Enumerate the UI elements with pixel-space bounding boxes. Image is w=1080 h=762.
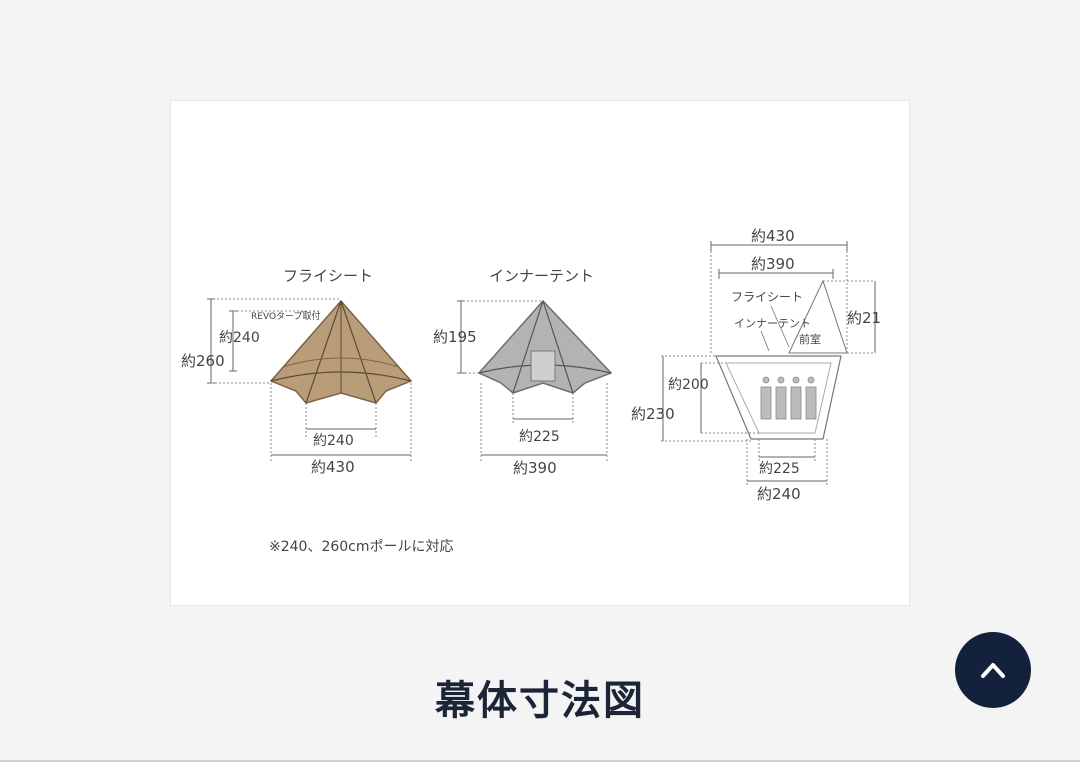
plan-bottom-outer-label: 約240 xyxy=(757,485,801,503)
figure-caption: 幕体寸法図 xyxy=(435,678,645,724)
fly-note-label: REVOタープ取付 xyxy=(251,311,320,322)
plan-top-outer-label: 約430 xyxy=(751,227,795,245)
plan-bottom-inner-label: 約225 xyxy=(759,461,800,477)
fly-sheet-title: フライシート xyxy=(283,267,373,285)
vestibule-shape xyxy=(788,279,848,354)
plan-right-height-label: 約21 xyxy=(847,309,881,327)
plan-left-outer-label: 約230 xyxy=(631,405,675,423)
tent-dimension-diagram: フライシート 約240 約260 RE xyxy=(181,227,881,555)
plan-inner-label: インナーテント xyxy=(734,317,811,330)
fly-base-outer-label: 約430 xyxy=(311,458,355,476)
inner-base-inner-label: 約225 xyxy=(519,429,560,445)
fly-height-outer-label: 約260 xyxy=(181,352,225,370)
tent-dimension-figure: フライシート 約240 約260 RE xyxy=(170,100,910,606)
inner-tent-group: インナーテント 約195 約225 約390 xyxy=(433,267,613,477)
plan-vestibule-label: 前室 xyxy=(799,332,821,346)
sleeping-bags xyxy=(760,376,817,420)
fly-height-inner-label: 約240 xyxy=(219,330,260,346)
plan-left-inner-label: 約200 xyxy=(668,377,709,393)
fly-sheet-group: フライシート 約240 約260 RE xyxy=(181,267,413,476)
inner-base-outer-label: 約390 xyxy=(513,459,557,477)
fly-base-inner-label: 約240 xyxy=(313,433,354,449)
bottom-divider xyxy=(0,760,1080,762)
scroll-to-top-button[interactable] xyxy=(955,632,1031,708)
plan-fly-label: フライシート xyxy=(731,290,803,304)
inner-tent-title: インナーテント xyxy=(489,267,594,285)
inner-height-label: 約195 xyxy=(433,328,477,346)
plan-top-inner-label: 約390 xyxy=(751,255,795,273)
plan-view-group: 約430 約390 約21 フライシート インナーテント 前室 xyxy=(631,227,881,503)
chevron-up-icon xyxy=(981,663,1005,678)
inner-tent-shape xyxy=(477,299,613,394)
pole-footnote: ※240、260cmポールに対応 xyxy=(269,539,454,555)
